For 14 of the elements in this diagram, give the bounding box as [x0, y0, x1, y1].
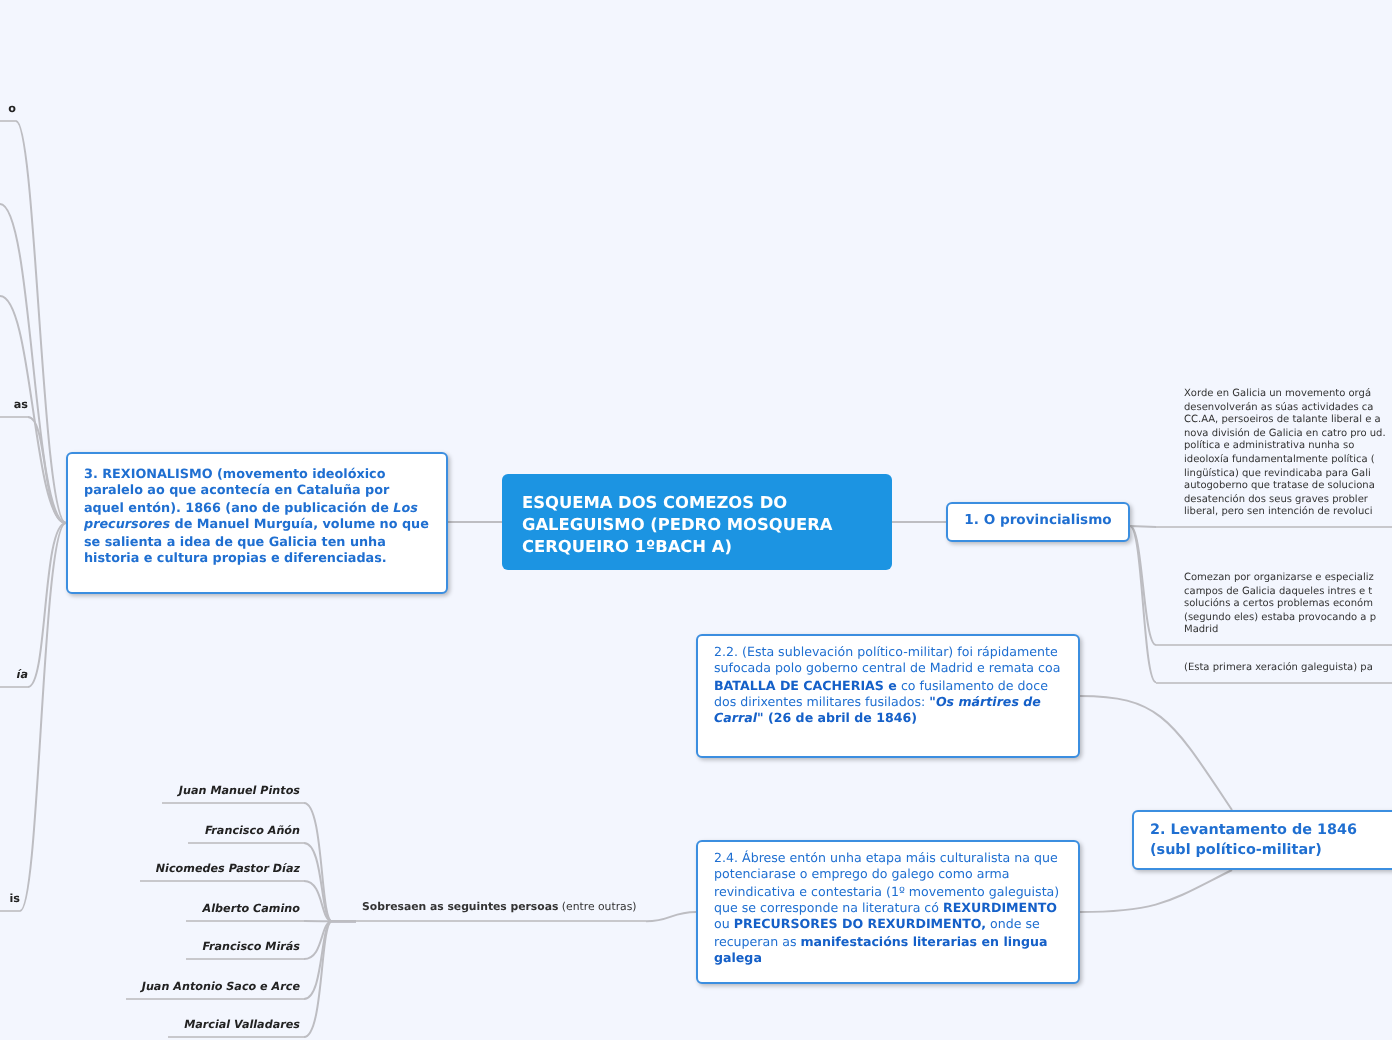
- connector-line: [1129, 525, 1157, 646]
- connector-line: [1079, 695, 1233, 811]
- connector-line: [447, 521, 503, 523]
- connector-line: [1129, 525, 1157, 528]
- connector-line: [0, 203, 67, 524]
- connector-line: [1079, 869, 1233, 913]
- connector-line: [645, 911, 697, 923]
- connector-line: [891, 521, 947, 523]
- central-topic: ESQUEMA DOS COMEZOS DO GALEGUISMO (PEDRO MOSQUERA CERQUEIRO 1ºBACH A): [502, 474, 892, 570]
- connector-line: [15, 120, 67, 524]
- connector-line: [19, 522, 67, 912]
- connector-line: [27, 416, 67, 524]
- connector-line: [27, 522, 67, 688]
- connector-line: [1129, 525, 1157, 684]
